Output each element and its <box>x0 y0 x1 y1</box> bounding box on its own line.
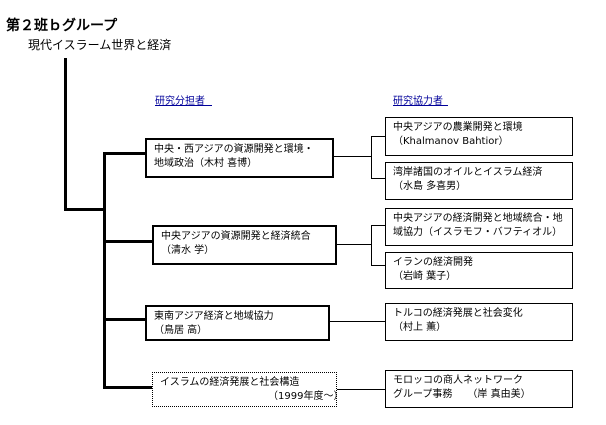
connector-right-3 <box>371 225 385 226</box>
research-box-4: イスラムの経済発展と社会構造 （1999年度〜） <box>152 372 344 407</box>
research-box-3-line2: （鳥居 高） <box>154 325 208 336</box>
sub-spine-1 <box>371 136 372 179</box>
collaborator-box-4-line2: （岩崎 葉子） <box>393 271 457 282</box>
collaborator-box-2: 湾岸諸国のオイルとイスラム経済 （水島 多喜男） <box>385 162 573 200</box>
connector-left-2 <box>103 240 152 243</box>
research-box-3-line1: 東南アジア経済と地域協力 <box>154 311 274 322</box>
collaborator-box-3-line2: 域協力（イスラモフ・バフティオル） <box>393 227 563 238</box>
chart-title: 第２班ｂグループ <box>6 18 118 34</box>
header-researchers-underline <box>155 105 212 106</box>
research-box-4-line2: （1999年度〜） <box>268 391 344 402</box>
chart-subtitle: 現代イスラーム世界と経済 <box>28 38 172 52</box>
collaborator-box-1-line1: 中央アジアの農業開発と環境 <box>393 122 523 133</box>
collaborator-box-2-line2: （水島 多喜男） <box>393 181 467 192</box>
collaborator-box-4-line1: イランの経済開発 <box>393 257 473 268</box>
sub-spine-2 <box>371 225 372 266</box>
research-box-2-line1: 中央アジアの資源開発と経済統合 <box>161 231 311 242</box>
connector-right-1 <box>371 136 385 137</box>
trunk-branch-line <box>64 208 105 211</box>
research-box-1: 中央・西アジアの資源開発と環境・ 地域政治（木村 喜博） <box>145 138 334 178</box>
collaborator-box-6-line1: モロッコの商人ネットワーク <box>393 375 523 386</box>
header-researchers: 研究分担者 <box>155 96 205 107</box>
research-box-2: 中央アジアの資源開発と経済統合 （清水 学） <box>152 225 337 265</box>
connector-mid-1 <box>334 156 371 157</box>
connector-mid-2 <box>337 244 371 245</box>
research-box-2-line2: （清水 学） <box>161 245 215 256</box>
collaborator-box-6-line2: グループ事務 （岸 真由美） <box>393 389 531 400</box>
collaborator-box-5-line2: （村上 薫） <box>393 322 447 333</box>
collaborator-box-4: イランの経済開発 （岩崎 葉子） <box>385 252 573 289</box>
connector-mid-3 <box>330 321 385 322</box>
collaborator-box-5: トルコの経済発展と社会変化 （村上 薫） <box>385 303 573 341</box>
research-box-1-line1: 中央・西アジアの資源開発と環境・ <box>154 144 314 155</box>
research-box-3: 東南アジア経済と地域協力 （鳥居 高） <box>145 305 330 341</box>
connector-left-1 <box>103 152 145 155</box>
collaborator-box-1: 中央アジアの農業開発と環境 （Khalmanov Bahtior） <box>385 117 573 156</box>
spine-line <box>103 152 106 388</box>
connector-right-2 <box>371 178 385 179</box>
connector-left-3 <box>103 318 145 321</box>
connector-right-4 <box>371 265 385 266</box>
header-collaborators-underline <box>393 105 448 106</box>
connector-mid-4 <box>337 389 385 390</box>
trunk-line <box>64 58 67 210</box>
header-collaborators: 研究協力者 <box>393 96 443 107</box>
collaborator-box-6: モロッコの商人ネットワーク グループ事務 （岸 真由美） <box>385 370 573 408</box>
collaborator-box-5-line1: トルコの経済発展と社会変化 <box>393 308 523 319</box>
research-box-4-line1: イスラムの経済発展と社会構造 <box>160 377 300 388</box>
connector-left-4 <box>103 386 152 389</box>
collaborator-box-2-line1: 湾岸諸国のオイルとイスラム経済 <box>393 167 543 178</box>
research-box-1-line2: 地域政治（木村 喜博） <box>154 158 258 169</box>
collaborator-box-3: 中央アジアの経済開発と地域統合・地 域協力（イスラモフ・バフティオル） <box>385 208 573 246</box>
collaborator-box-1-line2: （Khalmanov Bahtior） <box>393 136 509 147</box>
collaborator-box-3-line1: 中央アジアの経済開発と地域統合・地 <box>393 213 563 224</box>
